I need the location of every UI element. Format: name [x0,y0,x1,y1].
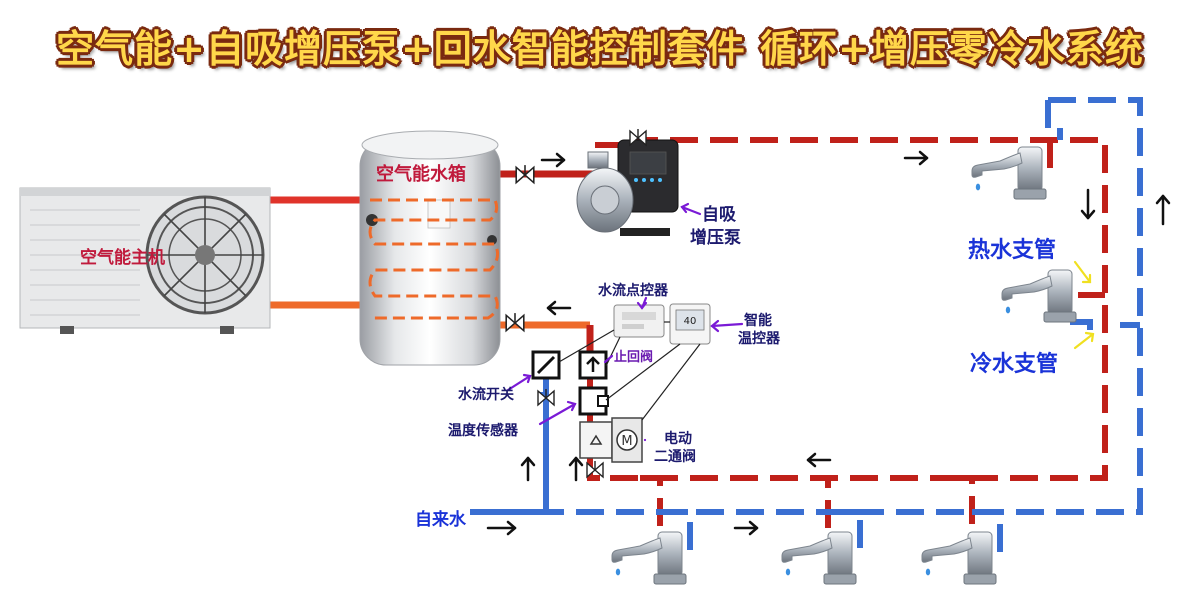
arrow-icon-tap-in [486,520,517,536]
arrow-icon-hot-down [1080,188,1096,220]
booster-pump [576,139,679,236]
arrow-icon-cold-up [1155,194,1171,226]
thermostat-reading: 40 [684,316,697,327]
flow-switch-icon [531,350,561,380]
faucet-icon-top [971,146,1047,200]
temp-sensor-icon [578,386,609,416]
check-valve-icon [578,350,608,380]
heat-pump-label: 空气能主机 [80,248,165,268]
pointer-arrows [506,202,1095,442]
thermostat-label-line1: 智能 [744,313,772,329]
faucet-icon-bottom-2 [781,531,857,585]
arrow-icon-hot-top [903,150,929,166]
flow-controller-label: 水流点控器 [598,283,668,299]
arrow-icon-return [806,452,832,468]
cold-water-loop [560,97,1143,555]
faucet-icon-bottom-1 [611,531,687,585]
pump-label-line2: 增压泵 [690,228,741,248]
electric-valve-label-line1: 电动 [664,431,692,447]
flow-arrows [486,150,1171,536]
control-wiring [558,321,701,421]
thermostat-icon: 40 [669,303,711,345]
arrow-icon-inlet-up [520,456,536,482]
tap-water-label: 自来水 [415,510,466,530]
temp-sensor-label: 温度传感器 [448,423,518,439]
water-tank [359,130,501,366]
flow-switch-label: 水流开关 [458,387,514,403]
hot-branch-label: 热水支管 [968,238,1057,263]
tank-label: 空气能水箱 [376,164,466,185]
arrow-icon-pump-in [540,152,566,168]
thermostat-label-line2: 温控器 [738,331,780,347]
electric-valve-label-line2: 二通阀 [654,449,696,465]
heat-pump-unit [19,187,271,334]
faucet-icon-branch [1001,269,1077,323]
heat-pump-pipes [270,170,600,360]
faucet-icon-bottom-3 [921,531,997,585]
arrow-icon-bottom-up [568,456,584,482]
inlet-valve-icon [515,164,535,184]
diagram-title: 空气能+自吸增压泵+回水智能控制套件 循环+增压零冷水系统 [56,27,1144,71]
cold-branch-label: 冷水支管 [970,352,1059,377]
arrow-icon-return-tank [546,300,572,316]
flow-controller-device [613,304,665,338]
pump-label-line1: 自吸 [702,205,736,225]
svg-text:M: M [621,434,632,449]
electric-valve-icon: M [579,417,643,463]
check-valve-label: 止回阀 [614,350,654,365]
arrow-icon-cold-bottom [733,520,759,536]
